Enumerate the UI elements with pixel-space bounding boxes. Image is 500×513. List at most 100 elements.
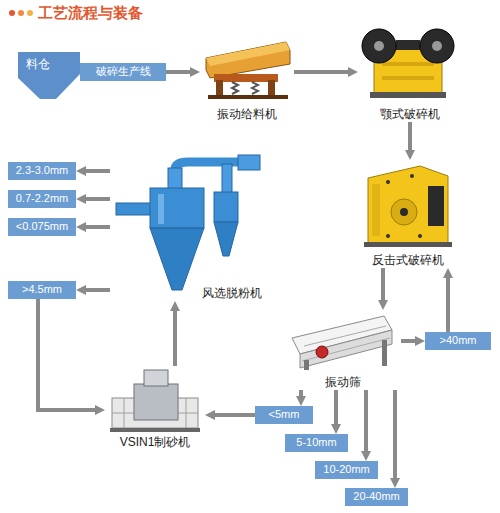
node-label: 10-20mm (323, 463, 369, 476)
vibrating-feeder-illustration (268, 80, 275, 96)
vibrating-screen-illustration (292, 316, 392, 370)
size-box: <0.075mm (8, 218, 76, 236)
bin-outline (18, 52, 80, 99)
flow-arrow (86, 197, 110, 201)
impact-crusher-illustration (428, 186, 444, 226)
sand-maker-illustration (110, 428, 200, 432)
diagram-title: 工艺流程与装备 (38, 4, 143, 23)
size-box: <5mm (255, 406, 313, 424)
flow-arrow (334, 390, 338, 424)
feeder-machine: 振动给料机 (200, 35, 294, 122)
impact-crusher-illustration (364, 242, 452, 247)
node-label: >40mm (440, 334, 477, 347)
flow-arrow (364, 390, 368, 451)
vibrating-feeder-illustration (252, 82, 258, 94)
storage-bin: 料仓 (18, 52, 80, 100)
size-box: 10-20mm (315, 461, 378, 479)
node-label: 反击式破碎机 (372, 253, 444, 267)
vibrating-feeder-illustration (206, 42, 290, 78)
node-label: 2.3-3.0mm (16, 164, 69, 177)
jaw-crusher-illustration (370, 92, 446, 98)
impact-crusher-illustration (418, 234, 422, 238)
air-classifier-illustration (158, 194, 164, 224)
vibrating-screen-illustration (302, 338, 390, 361)
jaw-crusher-illustration (362, 29, 454, 98)
node-label: 颚式破碎机 (380, 107, 440, 121)
title-dots (9, 10, 33, 16)
vibrating-screen-illustration (304, 360, 309, 370)
node-label: 0.7-2.2mm (16, 192, 69, 205)
title-dots (9, 10, 15, 16)
node-label: <0.075mm (16, 220, 68, 233)
jaw-crusher-illustration (432, 41, 442, 51)
flow-arrow (393, 390, 397, 478)
air-classifier-illustration (214, 222, 238, 256)
air-classifier-illustration (116, 155, 260, 290)
sand-maker-illustration (110, 370, 200, 432)
flow-arrow (215, 413, 255, 417)
jaw-crusher-illustration (382, 76, 434, 80)
flow-arrow (299, 390, 303, 396)
flow-arrow (38, 299, 95, 410)
impact-crusher: 反击式破碎机 (355, 160, 461, 268)
size-box: >4.5mm (8, 281, 76, 299)
node-label: 料仓 (26, 57, 50, 71)
jaw-crusher-illustration (396, 40, 420, 50)
title-dots (27, 10, 33, 16)
node-label: 5-10mm (296, 436, 336, 449)
air-classifier-illustration (168, 168, 182, 190)
node-label: >4.5mm (22, 283, 62, 296)
vibrating-screen-illustration (316, 346, 328, 358)
vibrating-screen: 振动筛 (285, 310, 401, 390)
vibrating-feeder-illustration (206, 42, 290, 66)
size-box: 0.7-2.2mm (8, 190, 76, 208)
node-label: 破碎生产线 (96, 65, 151, 78)
impact-crusher-illustration (364, 166, 452, 247)
size-box: >40mm (425, 332, 491, 350)
impact-crusher-illustration (410, 174, 414, 178)
flow-arrow (401, 339, 415, 343)
vibrating-screen-illustration (382, 340, 387, 366)
flow-arrow (294, 70, 348, 74)
air-classifier: 风选脱粉机 (110, 155, 264, 301)
jaw-crusher-illustration (374, 41, 384, 51)
flow-arrow (166, 70, 190, 74)
node-label: 振动筛 (325, 375, 361, 389)
impact-crusher-illustration (368, 166, 448, 244)
air-classifier-illustration (150, 228, 204, 290)
air-classifier-illustration (214, 192, 238, 222)
flow-arrow (86, 169, 110, 173)
flow-arrow (173, 311, 177, 366)
vibrating-feeder-illustration (216, 80, 223, 96)
vibrating-feeder-illustration (232, 82, 238, 94)
vibrating-feeder-illustration (206, 42, 290, 99)
air-classifier-illustration (150, 188, 204, 228)
line-label-box: 破碎生产线 (80, 63, 166, 81)
jaw-crusher: 颚式破碎机 (358, 22, 462, 122)
sand-maker-illustration (144, 370, 168, 386)
flow-arrow (446, 278, 450, 332)
impact-crusher-illustration (372, 184, 380, 236)
vibrating-feeder-illustration (208, 95, 288, 99)
node-label: <5mm (269, 408, 300, 421)
node-label: 振动给料机 (217, 107, 277, 121)
jaw-crusher-illustration (382, 62, 434, 66)
flow-arrow (381, 268, 385, 300)
size-box: 2.3-3.0mm (8, 162, 76, 180)
flow-arrow (408, 122, 412, 150)
sand-maker: VSIN1制砂机 (105, 366, 205, 450)
flow-arrow (86, 225, 110, 229)
impact-crusher-illustration (386, 180, 390, 184)
sand-maker-illustration (134, 384, 178, 420)
impact-crusher-illustration (391, 199, 417, 225)
size-box: 5-10mm (285, 434, 348, 452)
jaw-crusher-illustration (362, 29, 396, 63)
diagram-title: 工艺流程与装备 (38, 4, 143, 21)
jaw-crusher-illustration (420, 29, 454, 63)
title-dots (18, 10, 24, 16)
vibrating-screen-illustration (304, 326, 386, 346)
flow-arrow (86, 288, 110, 292)
node-label: 20-40mm (353, 490, 399, 503)
node-label: VSIN1制砂机 (120, 435, 191, 449)
